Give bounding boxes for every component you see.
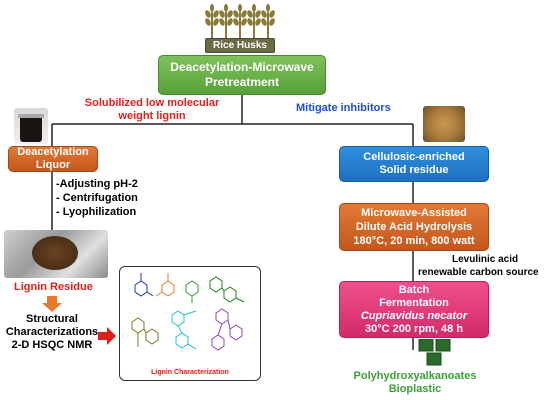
structural-characterizations-label: Structural Characterizations 2-D HSQC NM… [5, 313, 99, 351]
rice-husk-icon [205, 4, 275, 40]
product-label: Polyhydroxyalkanoates Bioplastic [353, 370, 477, 395]
levulinic-acid-label: Levulinic acid renewable carbon source [418, 254, 539, 278]
bioplastic-blocks-icon [418, 339, 451, 366]
liquor-step: - Lyophilization [56, 206, 137, 218]
liquor-steps-list: -Adjusting pH-2 - Centrifugation - Lyoph… [56, 177, 138, 219]
deacetylation-liquor-box: Deacetylation Liquor [8, 146, 98, 172]
lignin-characterization-panel: Lignin Characterization [119, 266, 261, 381]
fermentation-box: Batch Fermentation Cupriavidus necator 3… [339, 281, 489, 338]
right-arrow-icon [98, 327, 116, 345]
solid-residue-box: Cellulosic-enriched Solid residue [339, 146, 489, 182]
liquor-step: - Centrifugation [56, 192, 138, 204]
lignin-structures-image [131, 273, 245, 351]
liquor-photo [14, 108, 48, 144]
lignin-residue-label: Lignin Residue [14, 281, 93, 293]
solubilized-lignin-label: Solubilized low molecular weight lignin [84, 97, 220, 122]
lignin-characterization-caption: Lignin Characterization [151, 369, 229, 376]
mitigate-inhibitors-label: Mitigate inhibitors [296, 102, 391, 114]
lignin-residue-photo [4, 230, 108, 278]
down-arrow-icon [42, 296, 62, 312]
liquor-step: -Adjusting pH-2 [56, 178, 138, 190]
pretreatment-box: Deacetylation-Microwave Pretreatment [158, 55, 326, 95]
hydrolysis-box: Microwave-Assisted Dilute Acid Hydrolysi… [339, 203, 489, 251]
solid-residue-photo [423, 106, 465, 142]
rice-husks-label: Rice Husks [205, 38, 275, 53]
